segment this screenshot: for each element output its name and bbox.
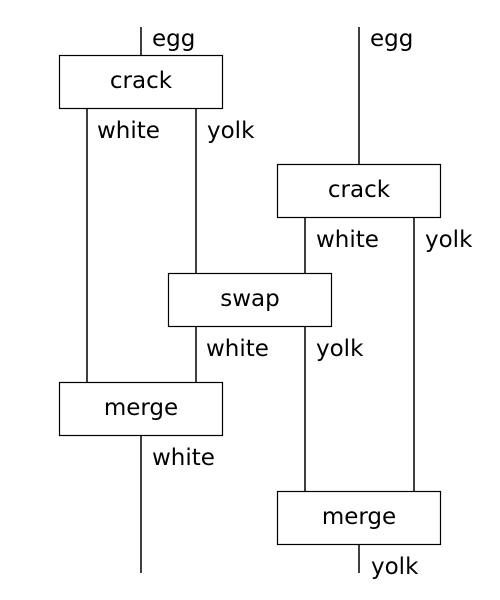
crack-box-right-label: crack [328, 177, 391, 203]
wire-label-merge-right-yolk: yolk [371, 554, 419, 580]
crack-box-right: crack [276, 163, 442, 219]
wire-label-egg-left: egg [152, 26, 195, 52]
wire-label-egg-right: egg [370, 26, 413, 52]
merge-box-left: merge [58, 381, 224, 437]
merge-box-left-label: merge [104, 395, 178, 421]
swap-box: swap [167, 272, 333, 328]
wire-label-crack-left-white: white [97, 118, 160, 144]
wire-label-swap-white: white [206, 336, 269, 362]
wire-label-crack-right-white: white [316, 227, 379, 253]
merge-box-right-label: merge [322, 504, 396, 530]
wire-label-crack-right-yolk: yolk [425, 227, 473, 253]
wire-label-crack-left-yolk: yolk [207, 118, 255, 144]
swap-box-label: swap [220, 286, 280, 312]
crack-box-left: crack [58, 54, 224, 110]
wire-label-swap-yolk: yolk [316, 336, 364, 362]
merge-box-right: merge [276, 490, 442, 546]
wire-label-merge-left-white: white [152, 445, 215, 471]
crack-box-left-label: crack [110, 68, 173, 94]
